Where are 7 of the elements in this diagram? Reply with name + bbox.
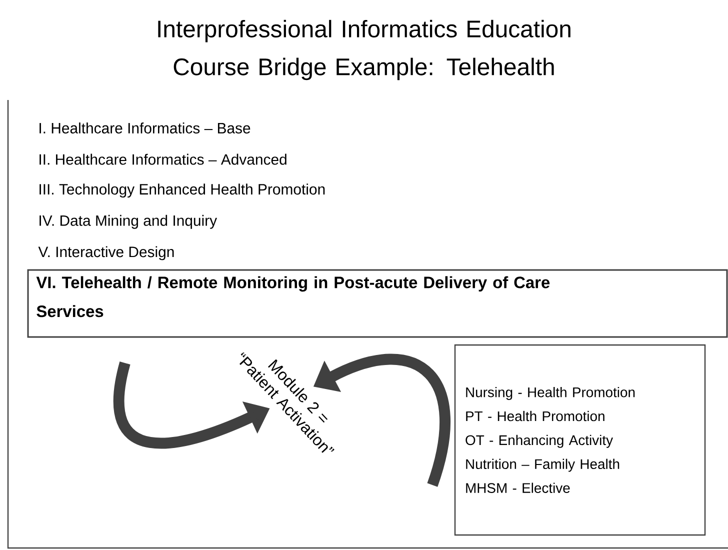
list-item: III. Technology Enhanced Health Promotion: [40, 184, 325, 198]
list-item: II. Healthcare Informatics – Advanced: [40, 154, 286, 165]
list-item: IV. Data Mining and Inquiry: [40, 214, 218, 229]
program-box: Nursing - Health Promotion PT - Health Promotion OT - Enhancing Activity Nutrition – Family Health MHSM - Elective: [454, 344, 706, 536]
title: Interprofessional Informatics Education Course Bridge Example: Telehealth: [158, 20, 570, 80]
highlighted-course-box: VI. Telehealth / Remote Monitoring in Post-acute Delivery of Care Services: [27, 269, 728, 338]
list-item: I. Healthcare Informatics – Base: [40, 122, 250, 134]
